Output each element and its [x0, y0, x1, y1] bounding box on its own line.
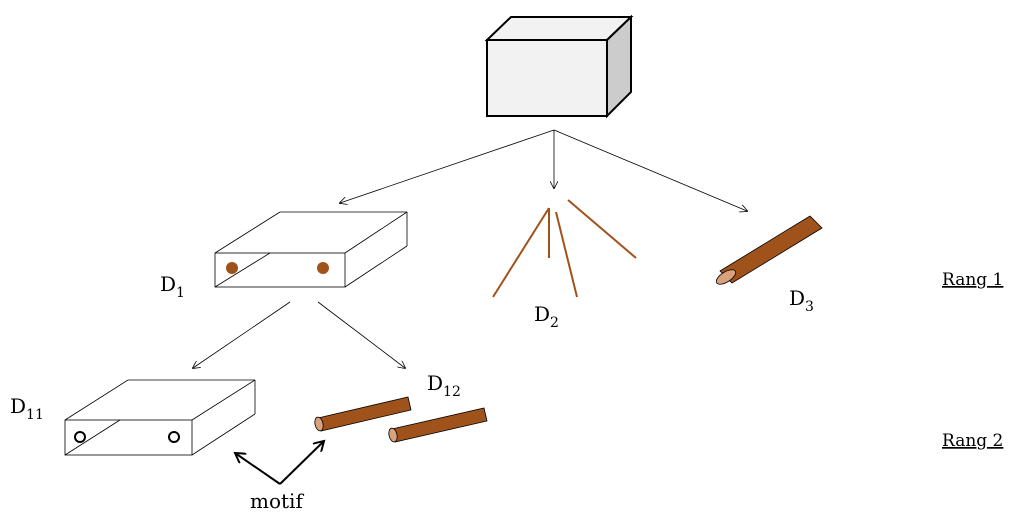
- d11-hole-left: [74, 431, 86, 443]
- root-block-icon: [484, 14, 634, 119]
- arrow-to-d11: [193, 301, 291, 368]
- d2-label: D2: [534, 302, 559, 331]
- rank-1-label: Rang 1: [942, 270, 1003, 290]
- arrow-to-d3: [553, 129, 747, 211]
- d1-hole-left: [226, 262, 238, 274]
- d11-label: D11: [10, 394, 44, 423]
- d11-box-icon: [64, 379, 256, 456]
- root-branch-arrows: [340, 129, 747, 211]
- d1-hole-right: [317, 262, 329, 274]
- motif-arrow-left: [235, 453, 281, 485]
- d12-rods-icon: [314, 396, 488, 443]
- d1-label: D1: [160, 272, 185, 301]
- motif-arrow-right: [279, 441, 324, 485]
- d2-fibers-icon: [492, 199, 637, 298]
- arrow-to-d12: [317, 301, 405, 368]
- arrow-to-d1: [340, 129, 555, 203]
- d12-label: D12: [427, 371, 461, 400]
- d1-branch-arrows: [193, 301, 405, 368]
- d3-rod-icon: [715, 215, 823, 285]
- rank-2-label: Rang 2: [942, 431, 1003, 451]
- d1-box-icon: [214, 211, 408, 288]
- motif-arrows: [235, 441, 324, 485]
- d11-hole-right: [168, 431, 180, 443]
- motif-label: motif: [250, 489, 304, 513]
- d3-label: D3: [789, 286, 814, 315]
